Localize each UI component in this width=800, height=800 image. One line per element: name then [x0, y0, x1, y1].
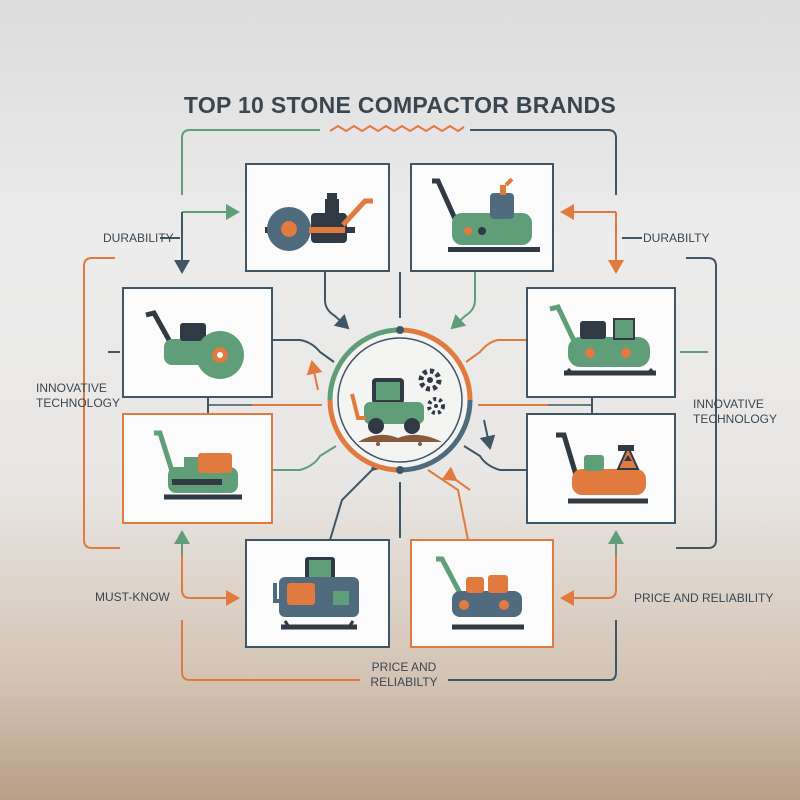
ride-on-roller-icon [273, 557, 359, 630]
wheel-compactor-icon [145, 310, 244, 379]
sled-compactor-icon [549, 304, 656, 376]
compactor-with-gears-icon [350, 368, 445, 446]
panel-right-upper [526, 287, 676, 398]
plate-compactor-icon [432, 177, 540, 252]
hub [327, 326, 473, 474]
label-price-bottom: PRICE AND RELIABILTY [370, 660, 438, 689]
panel-bottom-right [410, 539, 554, 648]
walk-behind-compactor-icon [436, 556, 524, 630]
panel-right-lower [526, 413, 676, 524]
label-price-right: PRICE AND RELIABILITY [634, 591, 774, 605]
panel-top-left [245, 163, 390, 272]
label-innovative-left: INNOVATIVE TECHNOLOGY [36, 381, 121, 410]
label-durability-right: DURABILTY [643, 231, 710, 245]
panel-left-lower [122, 413, 273, 524]
page-title: TOP 10 STONE COMPACTOR BRANDS [183, 92, 617, 118]
panel-left-upper [122, 287, 273, 398]
rammer-compactor-icon [556, 432, 648, 504]
label-innovative-right: INNOVATIVE TECHNOLOGY [693, 397, 778, 426]
panel-bottom-left [245, 539, 390, 648]
plate-compactor-icon [154, 430, 242, 500]
label-must-know: MUST-KNOW [95, 590, 170, 604]
panel-top-right [410, 163, 554, 272]
label-durability-left: DURABILITY [103, 231, 174, 245]
drum-roller-icon [265, 193, 373, 251]
